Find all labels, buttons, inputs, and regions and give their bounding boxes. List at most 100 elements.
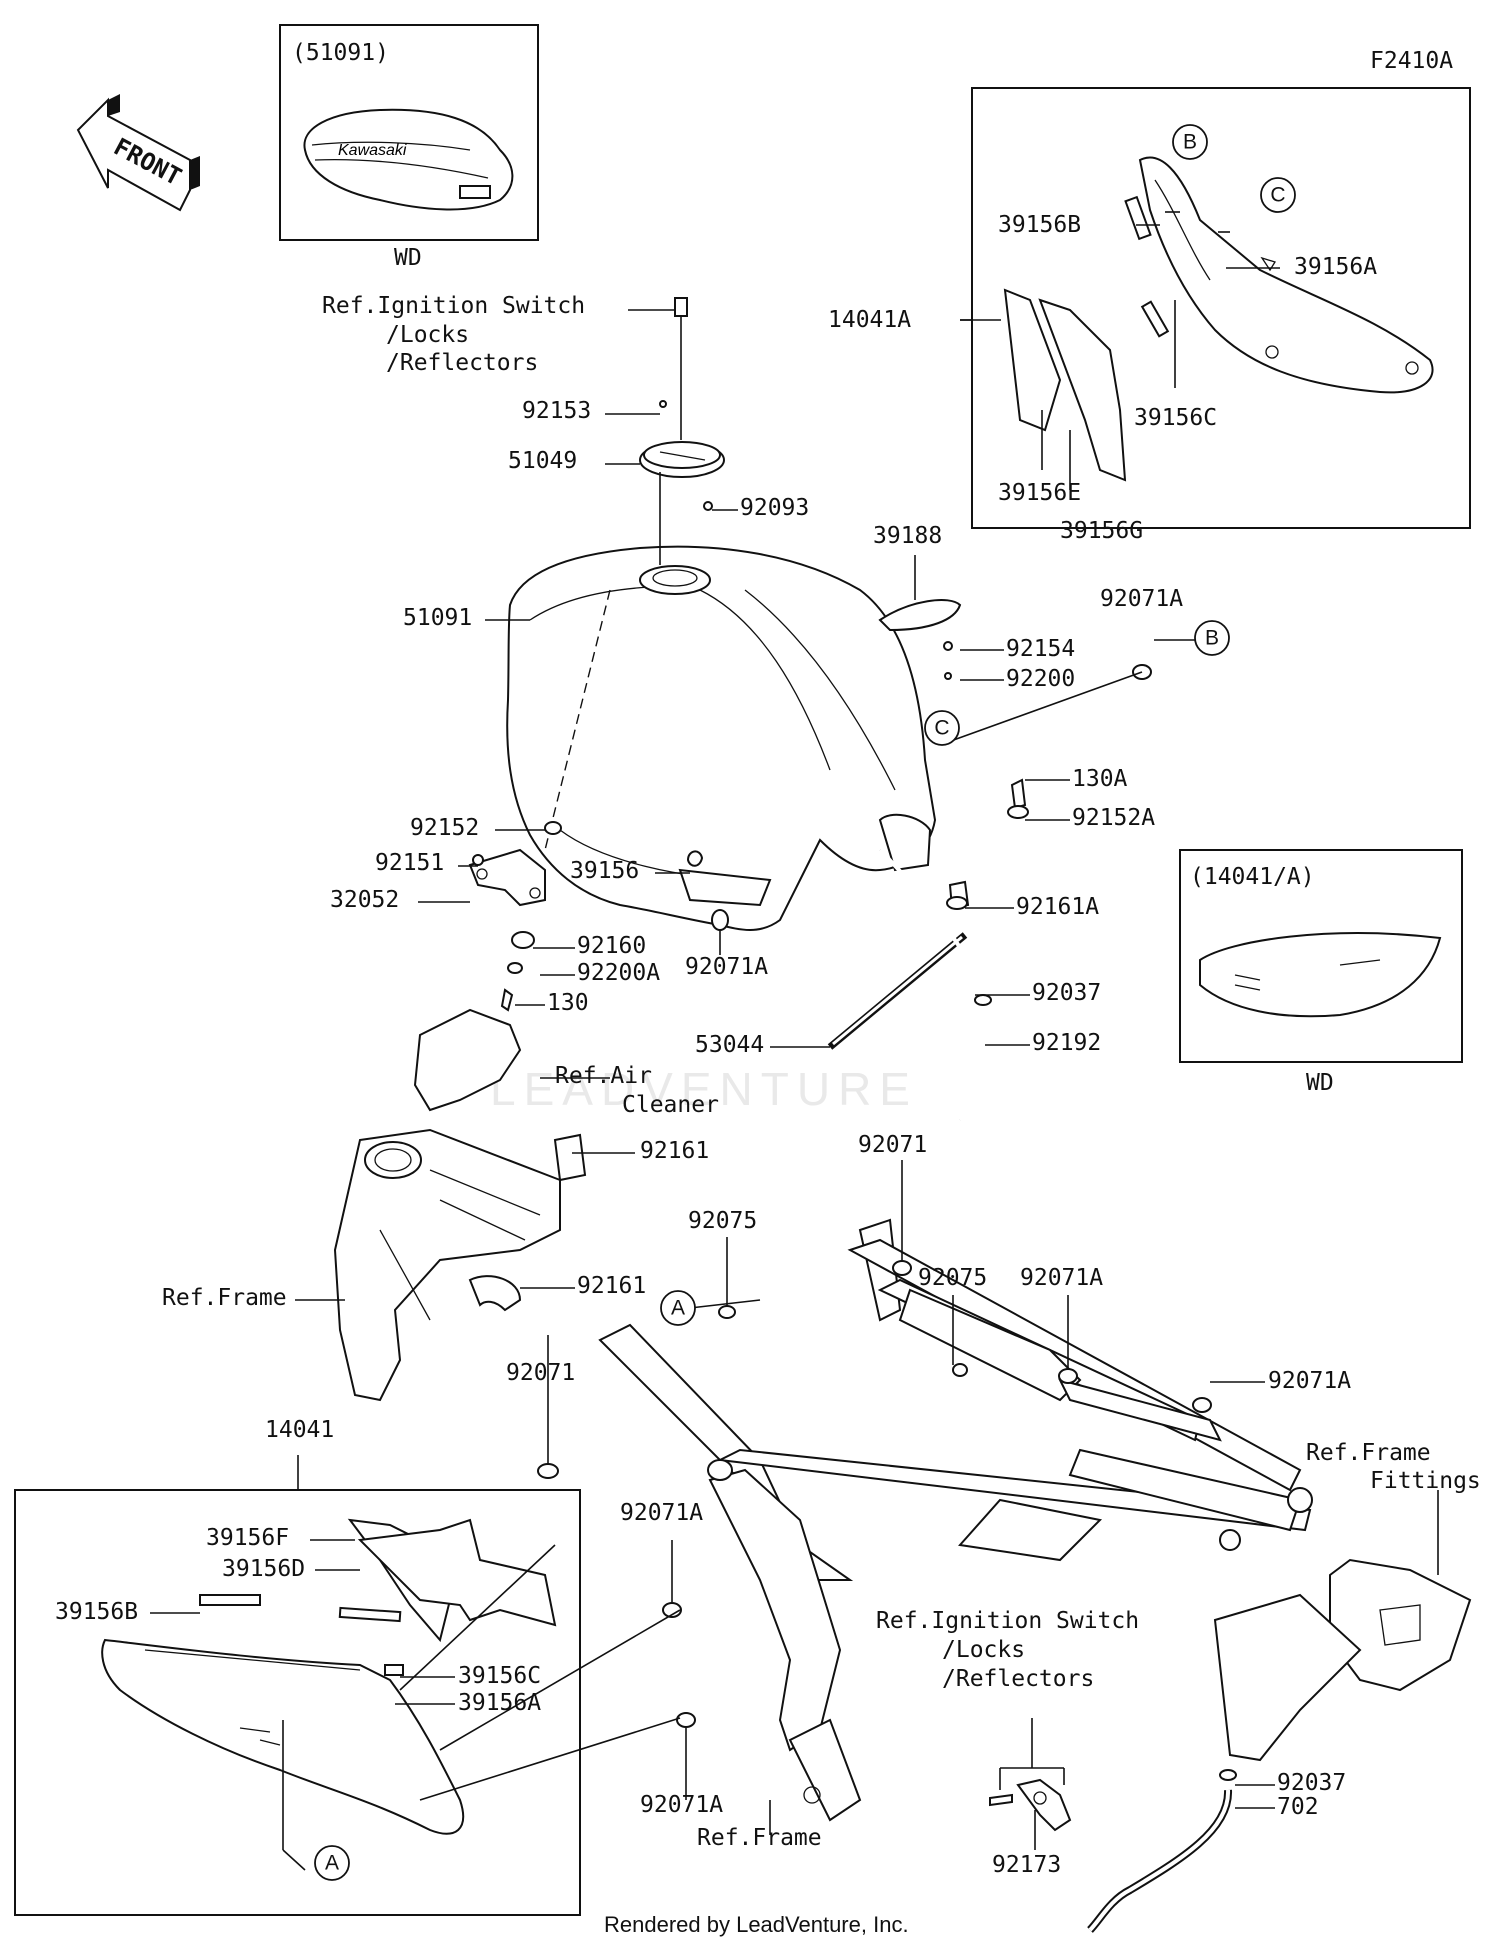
label-130a: 130A — [1072, 766, 1128, 792]
label-92154: 92154 — [1006, 636, 1075, 662]
footer-credit: Rendered by LeadVenture, Inc. — [604, 1912, 909, 1937]
label-92161a: 92161A — [1016, 894, 1099, 920]
sidecover-left-parts — [101, 1518, 557, 1871]
label-ref-ign-b1: Ref.Ignition Switch — [876, 1608, 1139, 1634]
watermark: LEADVENTURE — [490, 1063, 918, 1115]
label-39156b-bottom: 39156B — [55, 1599, 138, 1625]
label-92037-bottom: 92037 — [1277, 1770, 1346, 1796]
label-92037-top: 92037 — [1032, 980, 1101, 1006]
label-702: 702 — [1277, 1794, 1319, 1820]
fuel-cap — [639, 297, 725, 565]
label-92152: 92152 — [410, 815, 479, 841]
knee-pad — [878, 599, 962, 632]
label-51091: 51091 — [403, 605, 472, 631]
label-92151: 92151 — [375, 850, 444, 876]
inset-sidecover-parts — [1003, 156, 1434, 482]
part-labels: Ref.Ignition Switch /Locks /Reflectors 9… — [55, 212, 1481, 1878]
label-ref-fittings-1: Ref.Frame — [1306, 1440, 1431, 1466]
label-51049: 51049 — [508, 448, 577, 474]
label-92153: 92153 — [522, 398, 591, 424]
front-frame — [333, 1128, 587, 1402]
svg-text:B: B — [1205, 627, 1219, 650]
label-92200: 92200 — [1006, 666, 1075, 692]
leader-lines — [150, 211, 1439, 1835]
label-ref-ign-b3: /Reflectors — [942, 1666, 1094, 1692]
breather-hose — [827, 848, 998, 1121]
svg-text:C: C — [934, 717, 949, 740]
label-92071a-mid: 92071A — [685, 954, 768, 980]
label-ref-ignition-3: /Reflectors — [386, 350, 538, 376]
frame-grommets — [537, 1260, 1212, 1728]
front-arrow-icon: FRONT — [76, 94, 200, 212]
label-39156c-top: 39156C — [1134, 405, 1217, 431]
label-14041a: 14041A — [828, 307, 911, 333]
label-39156f: 39156F — [206, 1525, 289, 1551]
label-ref-frame-bottom: Ref.Frame — [697, 1825, 822, 1851]
label-39156b-top: 39156B — [998, 212, 1081, 238]
label-ref-ignition-1: Ref.Ignition Switch — [322, 293, 585, 319]
label-39156: 39156 — [570, 858, 639, 884]
label-39188: 39188 — [873, 523, 942, 549]
bracket-32052 — [468, 821, 562, 1012]
svg-text:B: B — [1183, 131, 1197, 154]
label-53044: 53044 — [695, 1032, 764, 1058]
label-32052: 32052 — [330, 887, 399, 913]
callout-a-mid: A — [660, 1290, 696, 1326]
label-ref-fittings-2: Fittings — [1370, 1468, 1481, 1494]
svg-text:C: C — [1270, 184, 1285, 207]
label-92161-b: 92161 — [577, 1273, 646, 1299]
callout-c-top: C — [1260, 177, 1296, 213]
inset-sidecover-wd-code: (14041/A) — [1190, 864, 1315, 890]
rear-frame-fittings — [1087, 1558, 1472, 1933]
label-ref-ignition-2: /Locks — [386, 322, 469, 348]
inset-sidecover-wd-box — [1179, 849, 1463, 1063]
inset-tank-image: Kawasaki — [303, 108, 514, 211]
label-92071a-r2: 92071A — [1268, 1368, 1351, 1394]
air-cleaner-cover — [413, 1008, 522, 1112]
label-92093: 92093 — [740, 495, 809, 521]
label-39156e: 39156E — [998, 480, 1081, 506]
callout-a-bottom: A — [314, 1845, 350, 1881]
inset-sidecover-wd-image — [1199, 932, 1442, 1018]
svg-text:A: A — [325, 1852, 339, 1875]
label-92075-b: 92075 — [918, 1265, 987, 1291]
label-92071-left: 92071 — [506, 1360, 575, 1386]
label-92173: 92173 — [992, 1852, 1061, 1878]
callout-b-mid: B — [1194, 620, 1230, 656]
label-14041: 14041 — [265, 1417, 334, 1443]
label-ref-air-2: Cleaner — [622, 1092, 719, 1118]
label-39156a-bottom: 39156A — [458, 1690, 541, 1716]
label-ref-ign-b2: /Locks — [942, 1637, 1025, 1663]
inset-tank-box — [279, 24, 539, 241]
main-frame — [598, 1218, 1313, 1822]
label-ref-air-1: Ref.Air — [555, 1063, 652, 1089]
diagram-code: F2410A — [1370, 48, 1453, 74]
fuel-tank — [506, 545, 937, 931]
label-39156d: 39156D — [222, 1556, 305, 1582]
label-92071a-top: 92071A — [1100, 586, 1183, 612]
label-92071a-b2: 92071A — [640, 1792, 723, 1818]
tank-mount-parts — [686, 641, 1152, 931]
label-92160: 92160 — [577, 933, 646, 959]
callout-c-mid: C — [924, 710, 960, 746]
inset-tank-caption: WD — [394, 245, 422, 271]
svg-text:A: A — [671, 1297, 685, 1320]
label-92071a-b1: 92071A — [620, 1500, 703, 1526]
inset-sidecover-wd-caption: WD — [1306, 1070, 1334, 1096]
label-92161-a: 92161 — [640, 1138, 709, 1164]
inset-tank-brand: Kawasaki — [338, 142, 407, 159]
label-92192: 92192 — [1032, 1030, 1101, 1056]
label-92200a: 92200A — [577, 960, 660, 986]
label-39156g: 39156G — [1060, 518, 1143, 544]
inset-sidecover-box — [971, 87, 1471, 529]
label-39156a-top: 39156A — [1294, 254, 1377, 280]
label-92075-a: 92075 — [688, 1208, 757, 1234]
ignition-bracket — [989, 1718, 1072, 1850]
label-130: 130 — [547, 990, 589, 1016]
label-92071-top: 92071 — [858, 1132, 927, 1158]
label-ref-frame-left: Ref.Frame — [162, 1285, 287, 1311]
label-39156c-bottom: 39156C — [458, 1663, 541, 1689]
callout-b-top: B — [1172, 124, 1208, 160]
label-92152a: 92152A — [1072, 805, 1155, 831]
